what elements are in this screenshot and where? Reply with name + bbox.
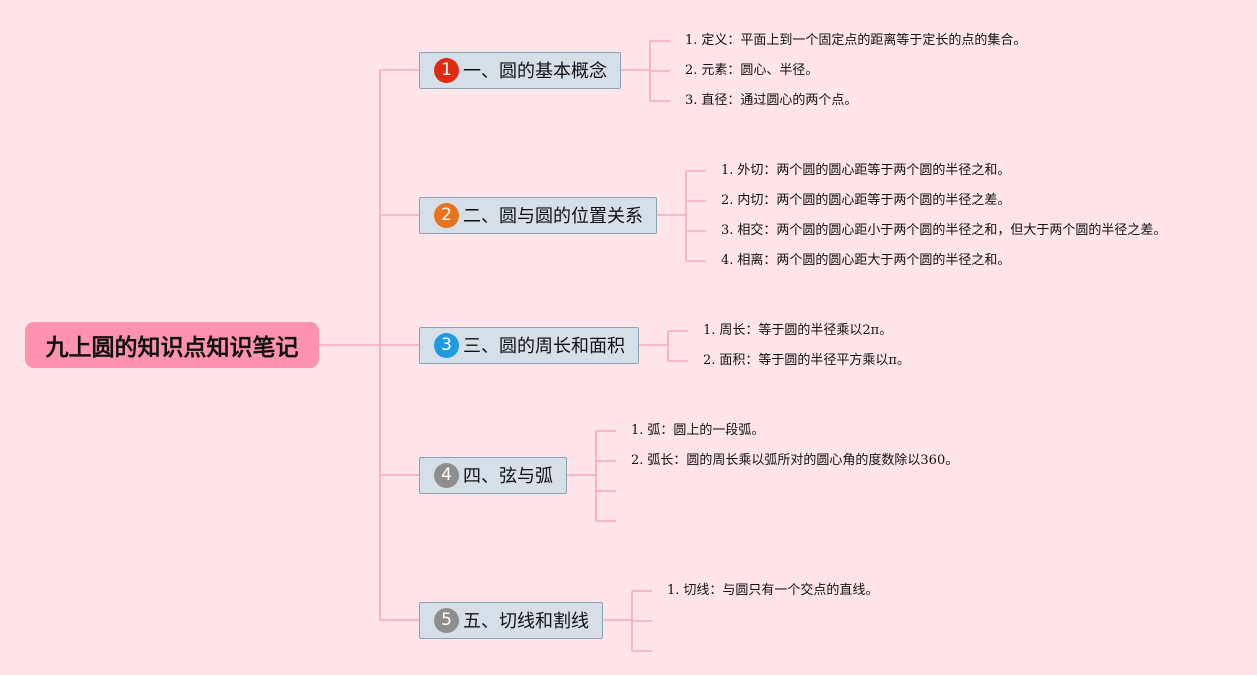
leaf-text: 弧长：圆的周长乘以弧所对的圆心角的度数除以360。 (647, 453, 959, 468)
leaf-number: 2. (685, 63, 698, 78)
leaf-item[interactable]: 1.外切：两个圆的圆心距等于两个圆的半径之和。 (721, 163, 1010, 179)
number-badge-icon: 2 (434, 202, 459, 228)
branch-label: 二、圆与圆的位置关系 (463, 206, 643, 227)
number-badge-icon: 1 (434, 57, 459, 83)
branch-label: 三、圆的周长和面积 (463, 336, 625, 357)
leaf-item[interactable]: 2.内切：两个圆的圆心距等于两个圆的半径之差。 (721, 193, 1010, 209)
leaf-item[interactable]: 1.切线：与圆只有一个交点的直线。 (667, 583, 878, 599)
leaf-number: 2. (721, 193, 734, 208)
leaf-number: 1. (667, 583, 680, 598)
leaf-number: 3. (685, 93, 698, 108)
leaf-item[interactable]: 1.周长：等于圆的半径乘以2π。 (703, 323, 892, 339)
leaf-item[interactable]: 3.直径：通过圆心的两个点。 (685, 93, 857, 109)
leaf-number: 4. (721, 253, 734, 268)
leaf-number: 3. (721, 223, 734, 238)
leaf-item[interactable]: 4.相离：两个圆的圆心距大于两个圆的半径之和。 (721, 253, 1010, 269)
leaf-text: 直径：通过圆心的两个点。 (701, 93, 858, 108)
leaf-text: 内切：两个圆的圆心距等于两个圆的半径之差。 (737, 193, 1011, 208)
leaf-text: 外切：两个圆的圆心距等于两个圆的半径之和。 (737, 163, 1011, 178)
leaf-item[interactable]: 3.相交：两个圆的圆心距小于两个圆的半径之和，但大于两个圆的半径之差。 (721, 223, 1166, 239)
leaf-text: 周长：等于圆的半径乘以2π。 (719, 323, 893, 338)
leaf-number: 1. (703, 323, 716, 338)
leaf-text: 元素：圆心、半径。 (701, 63, 819, 78)
root-topic[interactable]: 九上圆的知识点知识笔记 (25, 322, 319, 368)
leaf-text: 切线：与圆只有一个交点的直线。 (683, 583, 879, 598)
branch-label: 五、切线和割线 (463, 611, 589, 632)
number-badge-icon: 5 (434, 607, 459, 633)
leaf-item[interactable]: 1.弧：圆上的一段弧。 (631, 423, 764, 439)
branch-label: 一、圆的基本概念 (463, 61, 607, 82)
branch-label: 四、弦与弧 (463, 466, 553, 487)
leaf-number: 1. (685, 33, 698, 48)
leaf-text: 相交：两个圆的圆心距小于两个圆的半径之和，但大于两个圆的半径之差。 (737, 223, 1167, 238)
leaf-text: 定义：平面上到一个固定点的距离等于定长的点的集合。 (701, 33, 1027, 48)
leaf-text: 相离：两个圆的圆心距大于两个圆的半径之和。 (737, 253, 1011, 268)
leaf-number: 2. (703, 353, 716, 368)
leaf-item[interactable]: 1.定义：平面上到一个固定点的距离等于定长的点的集合。 (685, 33, 1026, 49)
number-badge-icon: 3 (434, 332, 459, 358)
leaf-number: 2. (631, 453, 644, 468)
leaf-number: 1. (721, 163, 734, 178)
leaf-text: 弧：圆上的一段弧。 (647, 423, 765, 438)
leaf-text: 面积：等于圆的半径平方乘以π。 (719, 353, 910, 368)
leaf-item[interactable]: 2.元素：圆心、半径。 (685, 63, 818, 79)
leaf-item[interactable]: 2.面积：等于圆的半径平方乘以π。 (703, 353, 910, 369)
leaf-number: 1. (631, 423, 644, 438)
leaf-item[interactable]: 2.弧长：圆的周长乘以弧所对的圆心角的度数除以360。 (631, 453, 958, 469)
number-badge-icon: 4 (434, 462, 459, 488)
